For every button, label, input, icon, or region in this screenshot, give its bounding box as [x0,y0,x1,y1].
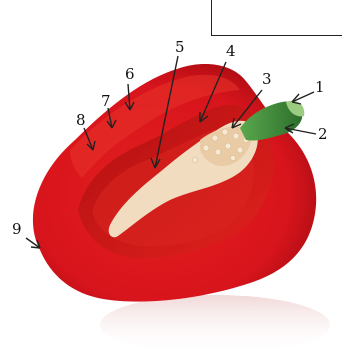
label-5: 5 [175,40,185,55]
arrow-1 [292,92,314,102]
label-7: 7 [101,94,111,109]
label-2: 2 [318,127,328,142]
label-9: 9 [12,222,22,237]
label-6: 6 [125,67,135,82]
label-8: 8 [76,113,86,128]
pepper-reflection [100,295,330,351]
label-1: 1 [315,80,325,95]
label-4: 4 [226,44,236,59]
label-3: 3 [262,72,272,87]
